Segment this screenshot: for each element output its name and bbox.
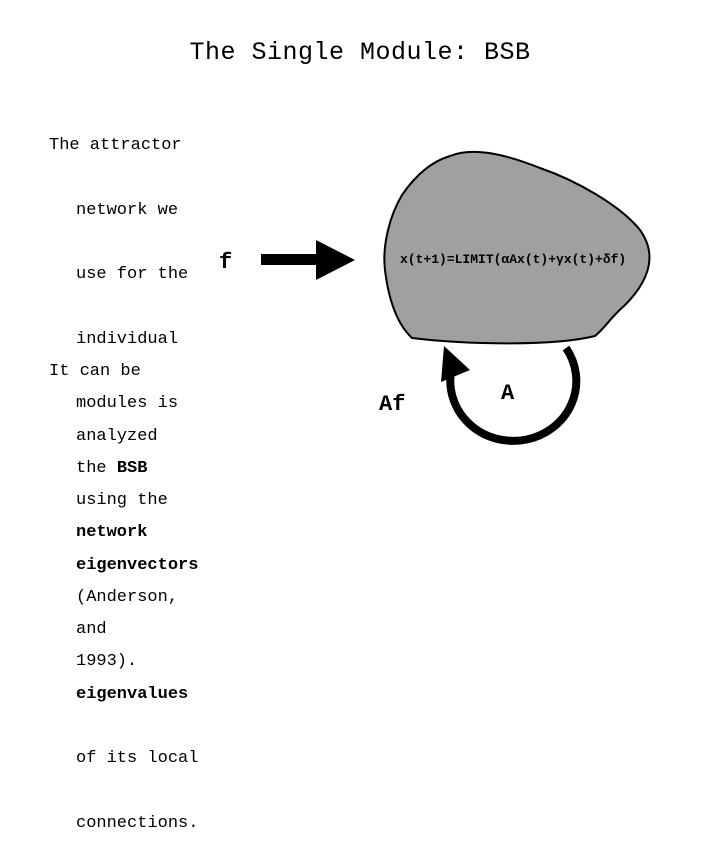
module-blob <box>383 150 651 345</box>
bsb-bold-text: BSB <box>116 458 148 478</box>
input-label-f: f <box>219 250 232 275</box>
text-line: individual <box>76 329 179 349</box>
text-line: The attractor <box>49 136 182 155</box>
bsb-module-diagram: f x(t+1)=LIMIT(αAx(t)+γx(t)+δf) A Af <box>219 150 651 445</box>
matrix-label-a: A <box>501 381 515 406</box>
text-line: the BSB <box>49 458 188 480</box>
text-line: of its local <box>76 749 199 768</box>
feedback-arrowhead <box>441 346 470 382</box>
slide-title: The Single Module: BSB <box>189 38 531 67</box>
input-arrow <box>261 240 355 280</box>
text-line-bold: network <box>76 523 148 542</box>
text-line: and <box>76 620 107 639</box>
text-line-bold: eigenvalues <box>76 684 189 704</box>
text-fragment: the <box>76 458 117 478</box>
text-line-bold: eigenvectors <box>76 555 199 575</box>
feedback-loop <box>446 345 581 445</box>
text-line: use for the <box>76 265 189 284</box>
bsb-equation: x(t+1)=LIMIT(αAx(t)+γx(t)+δf) <box>400 252 626 267</box>
text-line: modules is <box>76 394 179 413</box>
text-line: analyzed <box>76 426 158 446</box>
text-line: connections. <box>76 813 199 833</box>
feedback-label-af: Af <box>379 392 405 417</box>
text-line: It can be <box>49 362 141 381</box>
text-line: network we <box>76 200 179 220</box>
text-line: using the <box>76 491 168 510</box>
